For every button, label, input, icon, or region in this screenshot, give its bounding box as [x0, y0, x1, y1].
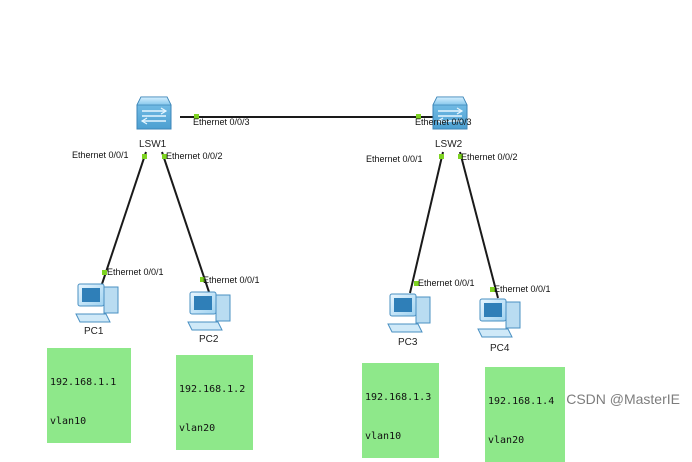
note-pc1: 192.168.1.1 vlan10 [47, 348, 131, 443]
port-label-lsw1-e2: Ethernet 0/0/2 [166, 151, 223, 161]
note-vlan: vlan20 [488, 435, 525, 446]
port-dots [102, 114, 495, 292]
port-label-pc4: Ethernet 0/0/1 [494, 284, 551, 294]
device-name-pc1: PC1 [84, 326, 104, 337]
pc-icon[interactable] [477, 298, 521, 338]
device-name-pc3: PC3 [398, 337, 418, 348]
port-dot-pc3 [414, 281, 419, 286]
note-ip: 192.168.1.4 [488, 396, 555, 407]
port-label-pc2: Ethernet 0/0/1 [203, 275, 260, 285]
port-dot-pc2 [200, 277, 205, 282]
link-lsw2-pc4[interactable] [459, 151, 499, 299]
port-label-lsw1-e1: Ethernet 0/0/1 [72, 150, 129, 160]
note-ip: 192.168.1.3 [365, 392, 432, 403]
port-label-pc3: Ethernet 0/0/1 [418, 278, 475, 288]
port-dot-lsw1-e1 [142, 154, 147, 159]
note-vlan: vlan10 [365, 431, 402, 442]
device-name-pc4: PC4 [490, 343, 510, 354]
link-lsw1-pc2[interactable] [161, 151, 211, 296]
device-name-lsw1: LSW1 [139, 139, 167, 150]
port-label-pc1: Ethernet 0/0/1 [107, 267, 164, 277]
switch-icon[interactable] [432, 96, 468, 130]
port-dot-lsw2-e2 [458, 154, 463, 159]
port-dot-lsw1-e2 [162, 154, 167, 159]
port-dot-pc4 [490, 287, 495, 292]
port-label-lsw1-e3: Ethernet 0/0/3 [193, 117, 250, 127]
port-dot-lsw2-e1 [439, 154, 444, 159]
port-label-lsw2-e1: Ethernet 0/0/1 [366, 154, 423, 164]
note-ip: 192.168.1.1 [50, 377, 117, 388]
watermark: CSDN @MasterIE [566, 391, 680, 407]
note-ip: 192.168.1.2 [179, 384, 246, 395]
pc-icon[interactable] [387, 293, 431, 333]
note-pc2: 192.168.1.2 vlan20 [176, 355, 253, 450]
topology-canvas [75, 96, 521, 338]
switch-icon[interactable] [136, 96, 172, 130]
link-lsw2-pc3[interactable] [409, 151, 444, 294]
link-lsw1-pc1[interactable] [99, 151, 147, 291]
note-vlan: vlan10 [50, 416, 87, 427]
note-vlan: vlan20 [179, 423, 216, 434]
pc-icon[interactable] [187, 291, 231, 331]
port-label-lsw2-e2: Ethernet 0/0/2 [461, 152, 518, 162]
port-dot-lsw2-e3 [416, 114, 421, 119]
device-name-pc2: PC2 [199, 334, 219, 345]
port-dot-pc1 [102, 270, 107, 275]
device-name-lsw2: LSW2 [435, 139, 463, 150]
port-label-lsw2-e3: Ethernet 0/0/3 [415, 117, 472, 127]
pc-icon[interactable] [75, 283, 119, 323]
note-pc3: 192.168.1.3 vlan10 [362, 363, 439, 458]
port-dot-lsw1-e3 [194, 114, 199, 119]
